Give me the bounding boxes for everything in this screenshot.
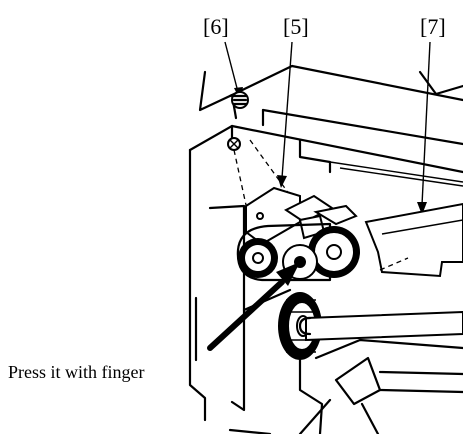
screw-6 [231, 91, 249, 109]
lower-frame [228, 288, 463, 434]
press-instruction-label: Press it with finger [8, 362, 145, 382]
plate-7 [364, 202, 463, 278]
roller-shaft [298, 310, 463, 342]
leader-line-5 [277, 41, 293, 188]
callout-5-label: [5] [283, 14, 309, 39]
screw-lower [227, 137, 241, 151]
callout-7-label: [7] [420, 14, 446, 39]
hidden-lines [233, 139, 293, 206]
press-arrow [207, 262, 300, 351]
gear-large [308, 226, 360, 278]
pulley-left [238, 238, 278, 278]
frame-body [188, 64, 463, 422]
callout-6-label: [6] [203, 14, 229, 39]
leader-line-7 [417, 41, 431, 215]
bracket-5 [245, 186, 301, 246]
